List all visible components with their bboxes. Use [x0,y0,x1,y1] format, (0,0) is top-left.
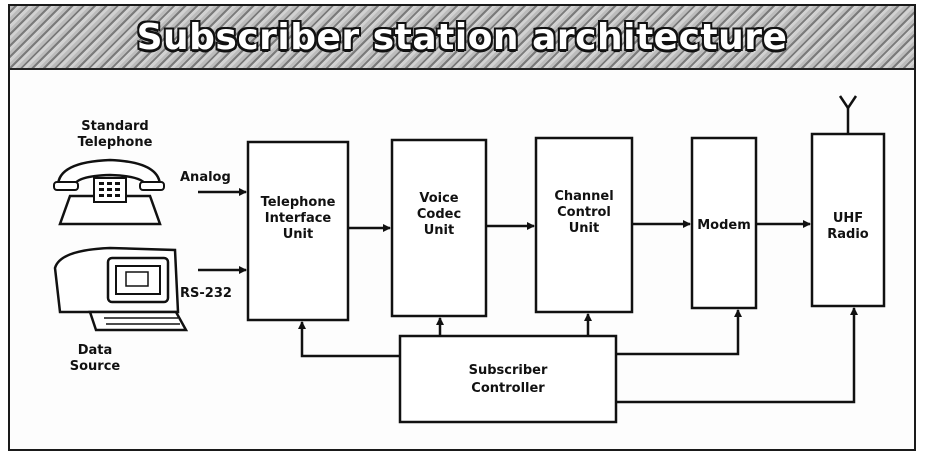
modem-label: Modem [697,218,751,233]
computer-terminal-icon [55,248,186,330]
telephone-interface-line2: Interface [265,211,332,226]
controller-to-tiu-arrow [302,322,400,356]
subscriber-controller-block: Subscriber Controller [400,336,616,422]
telephone-interface-line1: Telephone [261,195,336,210]
subscriber-controller-line2: Controller [471,381,545,396]
telephone-icon [54,160,164,224]
analog-signal-label: Analog [180,170,231,185]
channel-control-unit-block: Channel Control Unit [536,138,632,312]
uhf-radio-line1: UHF [833,211,863,226]
data-source-label-line2: Source [70,359,121,374]
voice-codec-line2: Codec [417,207,461,222]
standard-telephone-label-line2: Telephone [78,135,153,150]
rs232-signal-label: RS-232 [180,286,232,301]
controller-to-modem-arrow [616,310,738,354]
uhf-radio-block: UHF Radio [812,134,884,306]
voice-codec-line1: Voice [419,191,458,206]
standard-telephone-label-line1: Standard [81,119,148,134]
uhf-radio-line2: Radio [827,227,869,242]
voice-codec-line3: Unit [424,223,454,238]
channel-control-line3: Unit [569,221,599,236]
telephone-interface-unit-block: Telephone Interface Unit [248,142,348,320]
modem-block: Modem [692,138,756,308]
telephone-interface-line3: Unit [283,227,313,242]
data-source-label-line1: Data [78,343,113,358]
channel-control-line2: Control [557,205,611,220]
voice-codec-unit-block: Voice Codec Unit [392,140,486,316]
subscriber-controller-line1: Subscriber [469,363,548,378]
antenna-icon [840,96,856,134]
channel-control-line1: Channel [554,189,613,204]
